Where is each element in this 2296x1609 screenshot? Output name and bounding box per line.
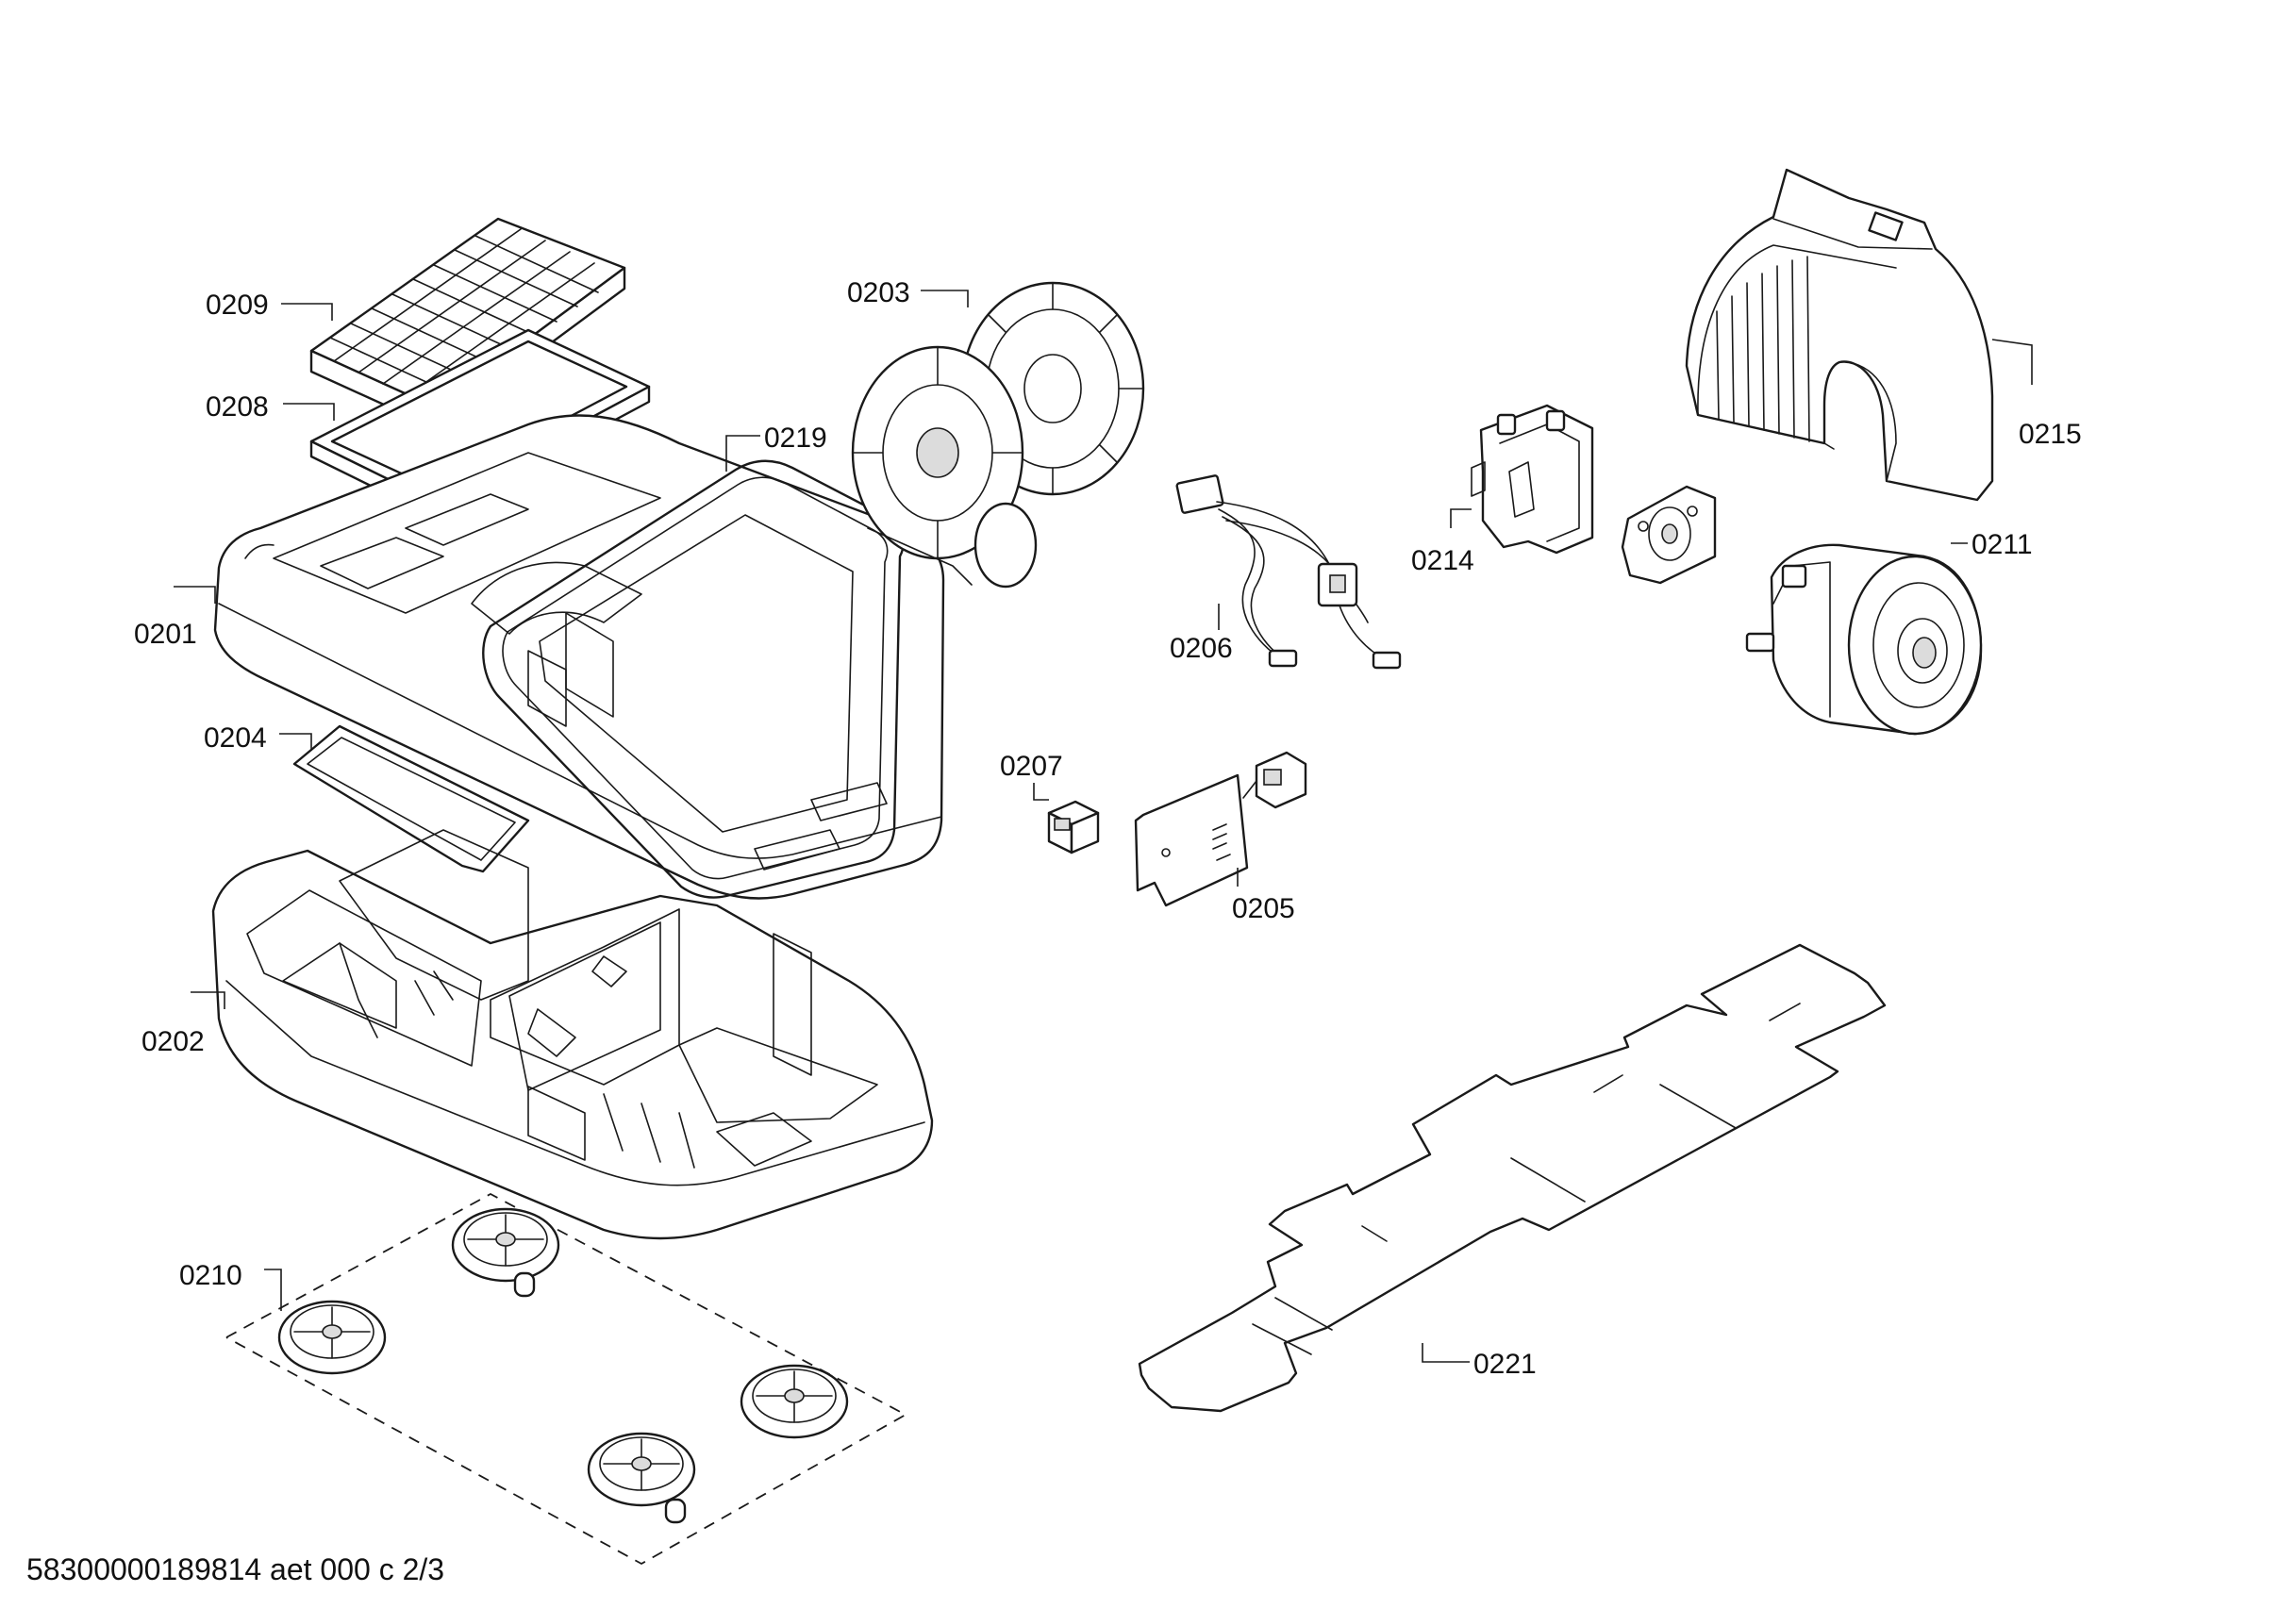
- part-0221-base-plate: [1138, 943, 1887, 1413]
- callout-labels: 0209 0208 0201 0204 0202 0210 0219 0203 …: [134, 277, 2082, 1380]
- part-0211-motor: [1745, 543, 1983, 736]
- part-0201-upper-housing: [213, 414, 945, 900]
- wheel-rear-right: [740, 1364, 849, 1439]
- wheel-rear-left: [451, 1207, 560, 1298]
- part-0204-gasket: [292, 724, 530, 873]
- label-0208: 0208: [206, 391, 269, 423]
- label-0207: 0207: [1000, 751, 1063, 782]
- label-0210: 0210: [179, 1260, 242, 1291]
- part-0214-motor-bracket: [1471, 404, 1594, 555]
- label-0214: 0214: [1411, 545, 1474, 576]
- part-0206-wiring-harness: [1175, 474, 1402, 670]
- label-0206: 0206: [1170, 633, 1233, 664]
- part-0215-motor-hood: [1685, 168, 1994, 502]
- label-0204: 0204: [204, 722, 267, 754]
- part-motor-mount: [1621, 485, 1717, 585]
- label-0202: 0202: [141, 1026, 205, 1057]
- wheel-front-right: [587, 1432, 696, 1524]
- wheel-front-left: [277, 1300, 387, 1375]
- label-0201: 0201: [134, 619, 197, 650]
- label-0205: 0205: [1232, 893, 1295, 924]
- part-0203-cable-reel: [851, 281, 1145, 589]
- leader-lines: [174, 290, 2033, 1363]
- label-0215: 0215: [2019, 419, 2082, 450]
- part-0202-lower-housing: [211, 829, 934, 1240]
- part-0205-electronic-board: [1134, 751, 1307, 907]
- label-0203: 0203: [847, 277, 910, 308]
- label-0219: 0219: [764, 423, 827, 454]
- label-0211: 0211: [1972, 529, 2033, 560]
- part-0207-switch: [1047, 800, 1100, 854]
- label-0209: 0209: [206, 290, 269, 321]
- document-code: 58300000189814 aet 000 c 2/3: [26, 1552, 445, 1586]
- part-0210-wheels: [225, 1192, 907, 1566]
- part-0219-seal-ring: [482, 459, 906, 899]
- label-0221: 0221: [1473, 1349, 1537, 1380]
